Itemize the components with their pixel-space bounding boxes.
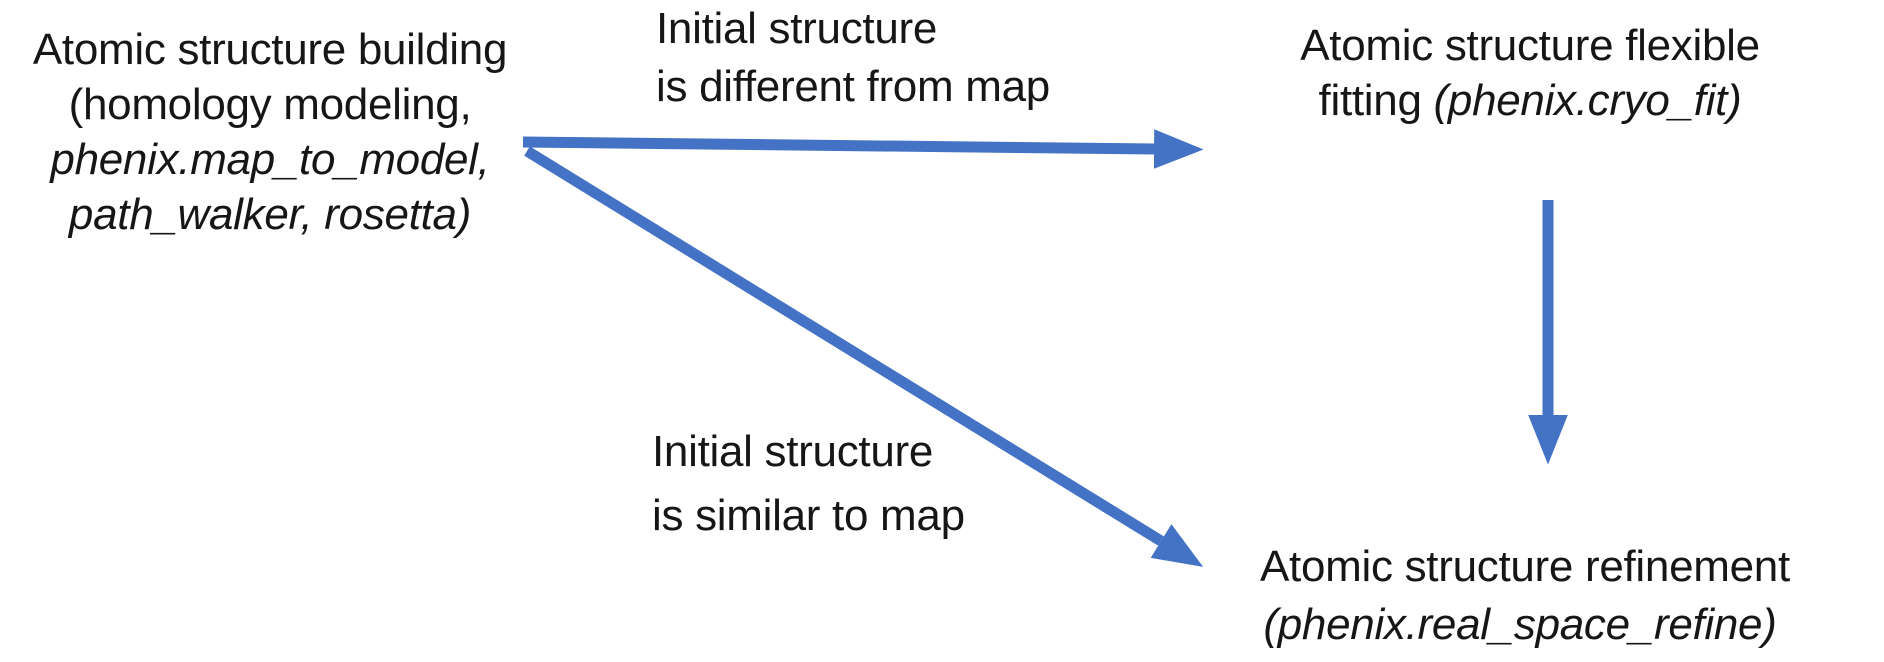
edge-label-different-line2: is different from map (656, 62, 1050, 111)
edge-label-similar-line1: Initial structure (652, 427, 934, 476)
node-structure-building: Atomic structure building (homology mode… (0, 22, 540, 242)
node-structure-building-line2: (homology modeling, (68, 80, 472, 129)
node-flexible-fitting: Atomic structure flexible fitting (pheni… (1280, 18, 1780, 128)
edge-label-different-from-map: Initial structure is different from map (656, 0, 1050, 116)
edge-label-similar-line2: is similar to map (652, 491, 965, 540)
node-refinement-line2: (phenix.real_space_refine) (1263, 600, 1777, 649)
node-structure-building-line3: phenix.map_to_model, (50, 135, 490, 184)
node-structure-building-line4: path_walker, rosetta) (68, 190, 472, 239)
arrow-building-to-fitting (522, 129, 1204, 169)
node-refinement: Atomic structure refinement (phenix.real… (1260, 538, 1790, 654)
node-structure-building-line1: Atomic structure building (32, 25, 508, 74)
node-flexible-fitting-line2: fitting (phenix.cryo_fit) (1318, 76, 1742, 125)
edge-label-similar-to-map: Initial structure is similar to map (652, 420, 965, 548)
edge-label-different-line1: Initial structure (656, 4, 938, 53)
node-refinement-line1: Atomic structure refinement (1260, 542, 1790, 591)
node-flexible-fitting-line1: Atomic structure flexible (1300, 21, 1760, 70)
